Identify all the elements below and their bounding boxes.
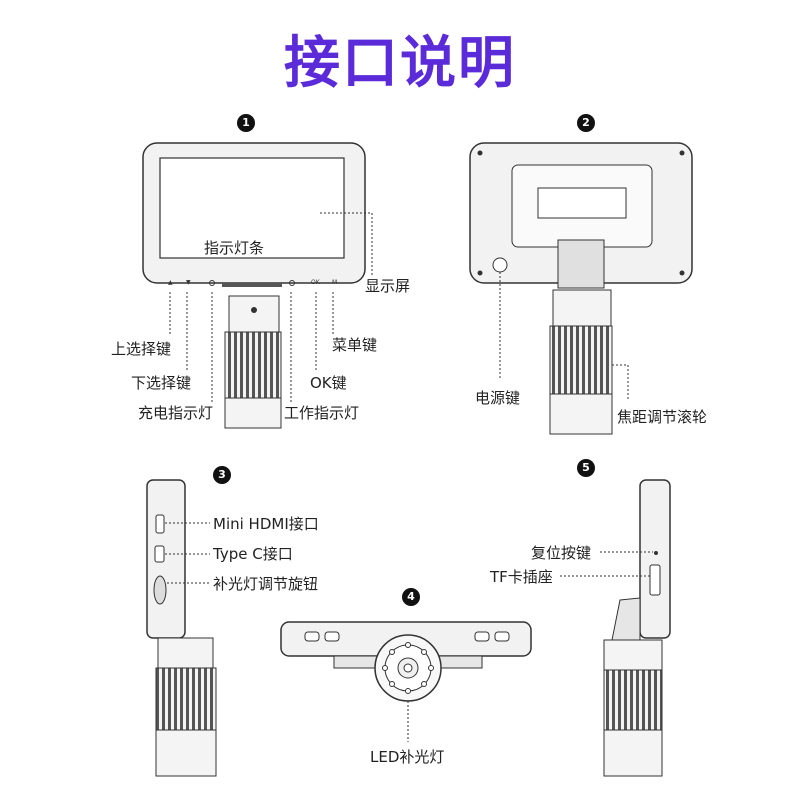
- view-number-5: 5: [577, 459, 595, 477]
- view-number-2: 2: [577, 114, 595, 132]
- page-title: 接口说明: [284, 31, 516, 96]
- ok-key-mark: OK: [311, 279, 321, 286]
- label-mini-hdmi: Mini HDMI接口: [213, 515, 319, 533]
- up-key-icon: ▲: [168, 279, 173, 286]
- type-c-port: [154, 545, 165, 563]
- left-side-view: [146, 479, 217, 777]
- label-work-light: 工作指示灯: [284, 404, 360, 422]
- focus-wheel: [549, 325, 613, 395]
- label-fill-light-knob: 补光灯调节旋钮: [213, 575, 319, 593]
- bottom-view: [280, 621, 532, 742]
- reset-key: [654, 551, 658, 555]
- label-tf-slot: TF卡插座: [490, 568, 553, 586]
- label-ok-key: OK键: [310, 374, 347, 392]
- label-down-key: 下选择键: [131, 374, 192, 392]
- label-led-light: LED补光灯: [370, 748, 445, 766]
- fill-light-knob: [153, 575, 167, 605]
- display-screen: [159, 157, 345, 259]
- indicator-bar: [222, 283, 282, 287]
- down-key-icon: ▼: [186, 279, 191, 286]
- view-number-1: 1: [237, 114, 255, 132]
- view-number-3: 3: [213, 466, 231, 484]
- label-display: 显示屏: [365, 277, 411, 295]
- front-view: ▲ ▼ OK M: [142, 142, 373, 429]
- tf-slot: [649, 564, 661, 596]
- label-up-key: 上选择键: [111, 340, 172, 358]
- label-menu-key: 菜单键: [332, 336, 378, 354]
- label-indicator-bar: 指示灯条: [204, 239, 265, 257]
- label-charge-light: 充电指示灯: [138, 404, 214, 422]
- back-view: [469, 142, 693, 435]
- menu-key-mark: M: [332, 279, 337, 286]
- mini-hdmi-port: [155, 514, 165, 534]
- view-number-4: 4: [402, 588, 420, 606]
- power-key: [492, 257, 508, 273]
- right-side-view: [560, 479, 671, 777]
- label-focus-wheel: 焦距调节滚轮: [617, 408, 708, 426]
- label-reset-key: 复位按键: [531, 544, 592, 562]
- front-focus-grip: [224, 331, 282, 399]
- label-power-key: 电源键: [475, 389, 521, 407]
- label-type-c: Type C接口: [213, 545, 293, 563]
